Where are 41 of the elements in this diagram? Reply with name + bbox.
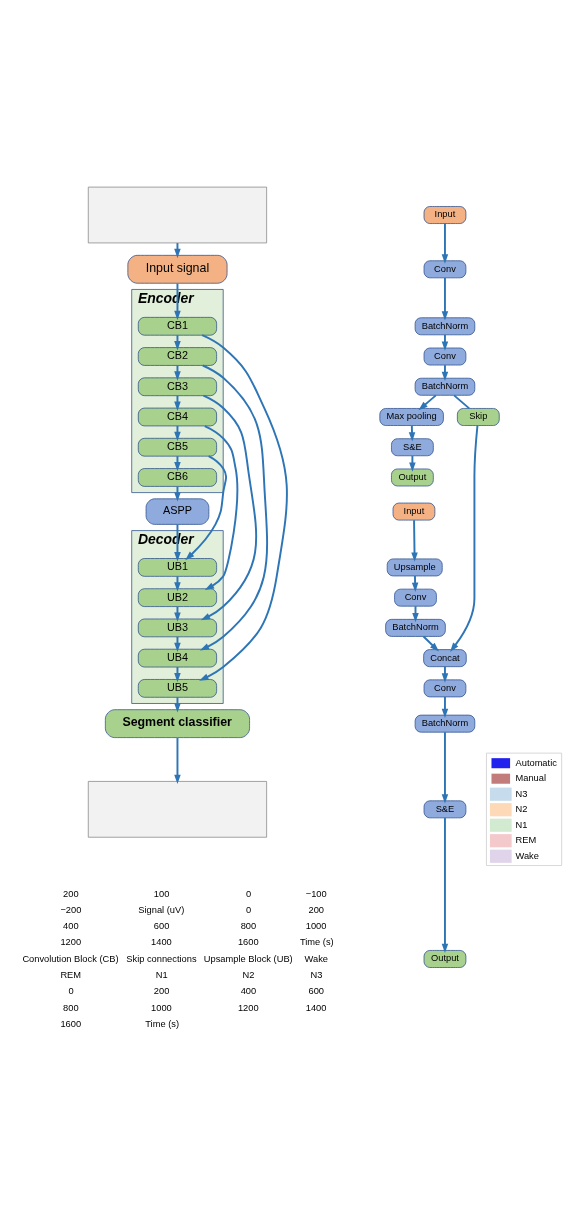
label: 1200 bbox=[60, 936, 82, 947]
label: Signal (uV) bbox=[138, 904, 185, 915]
label: 800 bbox=[240, 920, 257, 931]
label: 200 bbox=[308, 904, 325, 915]
legend-label: N1 bbox=[515, 819, 528, 830]
label: 1000 bbox=[151, 1002, 172, 1013]
legend-label: N3 bbox=[515, 788, 528, 799]
legend-label: Automatic bbox=[515, 757, 557, 768]
label: 0 bbox=[68, 985, 74, 996]
label: Time (s) bbox=[145, 1018, 180, 1029]
label: 1200 bbox=[237, 1002, 259, 1013]
label: 0 bbox=[246, 888, 252, 899]
label: Wake bbox=[304, 953, 329, 964]
label: 600 bbox=[308, 985, 325, 996]
label: N3 bbox=[310, 969, 323, 980]
label: Time (s) bbox=[299, 936, 334, 947]
label: 100 bbox=[153, 888, 170, 899]
label: −100 bbox=[305, 888, 327, 899]
legend-label: Manual bbox=[515, 772, 547, 783]
label: N2 bbox=[242, 969, 255, 980]
label: 1600 bbox=[60, 1018, 82, 1029]
legend-label: N2 bbox=[515, 803, 528, 814]
label: Convolution Block (CB) bbox=[22, 953, 119, 964]
label: 1400 bbox=[151, 936, 172, 947]
legend-label: REM bbox=[515, 834, 537, 845]
label: Skip connections bbox=[126, 953, 197, 964]
label: 1600 bbox=[237, 936, 259, 947]
label: 600 bbox=[153, 920, 170, 931]
label: 200 bbox=[63, 888, 79, 899]
label: 0 bbox=[246, 904, 252, 915]
label: REM bbox=[60, 969, 82, 980]
label: Upsample Block (UB) bbox=[203, 953, 293, 964]
label: 800 bbox=[63, 1002, 79, 1013]
label: −200 bbox=[60, 904, 82, 915]
legend-label: Wake bbox=[515, 850, 539, 861]
label: 200 bbox=[153, 985, 170, 996]
label: 400 bbox=[63, 920, 79, 931]
label: N1 bbox=[155, 969, 168, 980]
label: 400 bbox=[240, 985, 257, 996]
label: 1000 bbox=[305, 920, 327, 931]
label: 1400 bbox=[305, 1002, 327, 1013]
